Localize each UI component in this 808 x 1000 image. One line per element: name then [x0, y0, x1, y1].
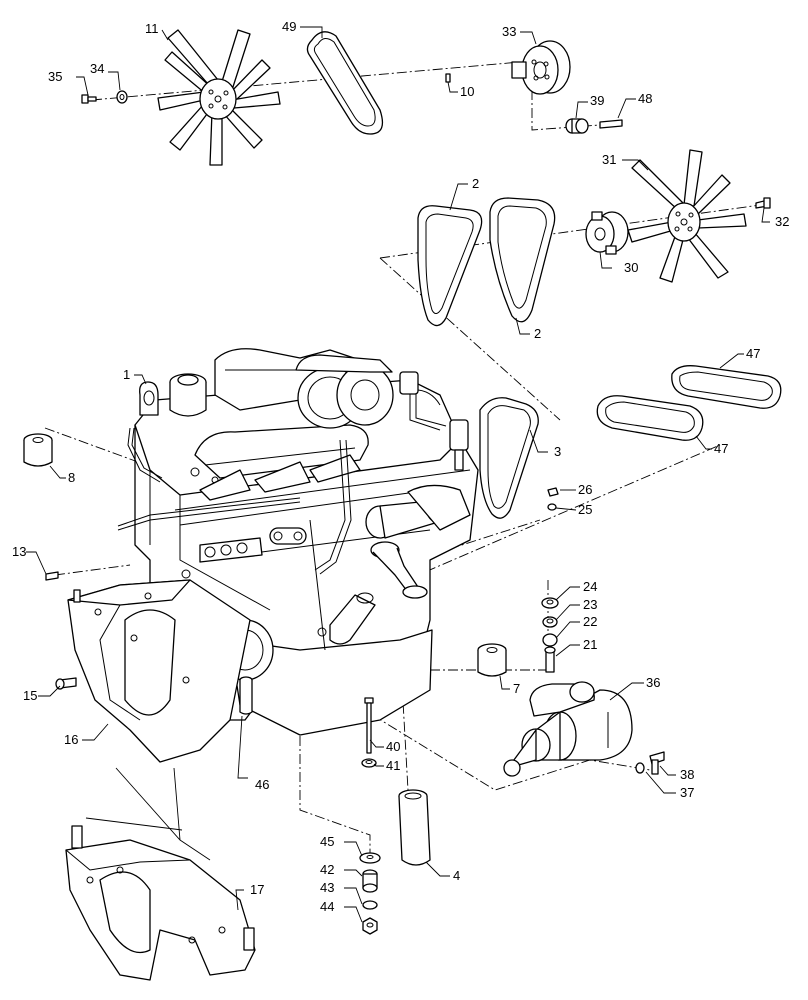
spacer-39	[565, 118, 589, 134]
belt-49	[306, 31, 384, 135]
washer-34	[116, 90, 128, 104]
callout-4: 4	[453, 868, 460, 883]
callout-42: 42	[320, 862, 334, 877]
bolt-38	[649, 751, 665, 775]
callout-43: 43	[320, 880, 334, 895]
washer-41	[361, 758, 377, 768]
callout-30: 30	[624, 260, 638, 275]
belt-47-lower	[596, 395, 704, 441]
spacer-30	[585, 211, 629, 255]
washer-45	[359, 852, 381, 864]
injector-pump	[199, 537, 263, 563]
lift-eye-1	[139, 381, 159, 416]
mount-24	[541, 597, 559, 609]
bolt-15	[55, 677, 77, 690]
callout-22: 22	[583, 614, 597, 629]
coolant-elbow	[370, 541, 428, 599]
bolt-48	[599, 119, 623, 129]
mount-22	[542, 633, 558, 647]
belt-47-upper	[671, 365, 782, 409]
callout-1: 1	[123, 367, 130, 382]
fan-11	[157, 29, 281, 166]
callout-38: 38	[680, 767, 694, 782]
callout-34: 34	[90, 61, 104, 76]
callout-41: 41	[386, 758, 400, 773]
callout-16: 16	[64, 732, 78, 747]
callout-33: 33	[502, 24, 516, 39]
pipes	[117, 380, 447, 575]
belt-2-right	[489, 197, 556, 323]
callout-13: 13	[12, 544, 26, 559]
bolt-40	[364, 697, 374, 754]
callout-15: 15	[23, 688, 37, 703]
washer-43	[362, 900, 378, 910]
pin-13	[45, 571, 59, 581]
callout-44: 44	[320, 899, 334, 914]
callout-labels: 11 35 34 49 10 33 39 48 31 32 30 2 2 1 3…	[12, 19, 789, 914]
dowel-46	[239, 676, 253, 715]
callout-40: 40	[386, 739, 400, 754]
washer-37	[635, 762, 645, 774]
callout-25: 25	[578, 502, 592, 517]
oil-filter-head	[399, 371, 469, 471]
belt-2-left	[417, 205, 483, 327]
callout-45: 45	[320, 834, 334, 849]
oil-filler	[169, 373, 207, 417]
oil-pipe	[329, 592, 376, 645]
callout-24: 24	[583, 579, 597, 594]
mount-23	[542, 616, 558, 628]
callout-47-bottom: 47	[714, 441, 728, 456]
fan-31	[627, 149, 747, 283]
callout-2-bottom: 2	[534, 326, 541, 341]
callout-10: 10	[460, 84, 474, 99]
nut-26	[547, 487, 559, 497]
bushing-8	[23, 433, 53, 467]
bolt-35	[81, 94, 97, 104]
callout-3: 3	[554, 444, 561, 459]
callout-31: 31	[602, 152, 616, 167]
callout-11: 11	[145, 21, 159, 36]
bolt-32	[755, 197, 771, 209]
callout-46: 46	[255, 777, 269, 792]
callout-35: 35	[48, 69, 62, 84]
leader-lines	[26, 26, 770, 923]
callout-8: 8	[68, 470, 75, 485]
callout-17: 17	[250, 882, 264, 897]
mount-42	[362, 869, 378, 893]
callout-21: 21	[583, 637, 597, 652]
callout-7: 7	[513, 681, 520, 696]
water-pump	[365, 484, 471, 539]
callout-47-top: 47	[746, 346, 760, 361]
washer-25	[547, 503, 557, 511]
belt-3	[479, 397, 539, 519]
bushing-7	[477, 643, 507, 677]
flywheel-housing-16	[67, 579, 251, 763]
callout-26: 26	[578, 482, 592, 497]
pulley-33	[511, 40, 571, 95]
starter-36	[503, 681, 633, 777]
callout-39: 39	[590, 93, 604, 108]
clip-10	[445, 73, 451, 83]
nut-44	[362, 917, 378, 935]
callout-32: 32	[775, 214, 789, 229]
callout-37: 37	[680, 785, 694, 800]
stud-21	[544, 646, 556, 673]
callout-23: 23	[583, 597, 597, 612]
cover-17	[65, 817, 256, 981]
callout-48: 48	[638, 91, 652, 106]
sleeve-4	[398, 789, 431, 866]
callout-36: 36	[646, 675, 660, 690]
callout-49: 49	[282, 19, 296, 34]
turbocharger	[295, 354, 394, 429]
assembly-pointer	[115, 767, 211, 861]
callout-2-top: 2	[472, 176, 479, 191]
